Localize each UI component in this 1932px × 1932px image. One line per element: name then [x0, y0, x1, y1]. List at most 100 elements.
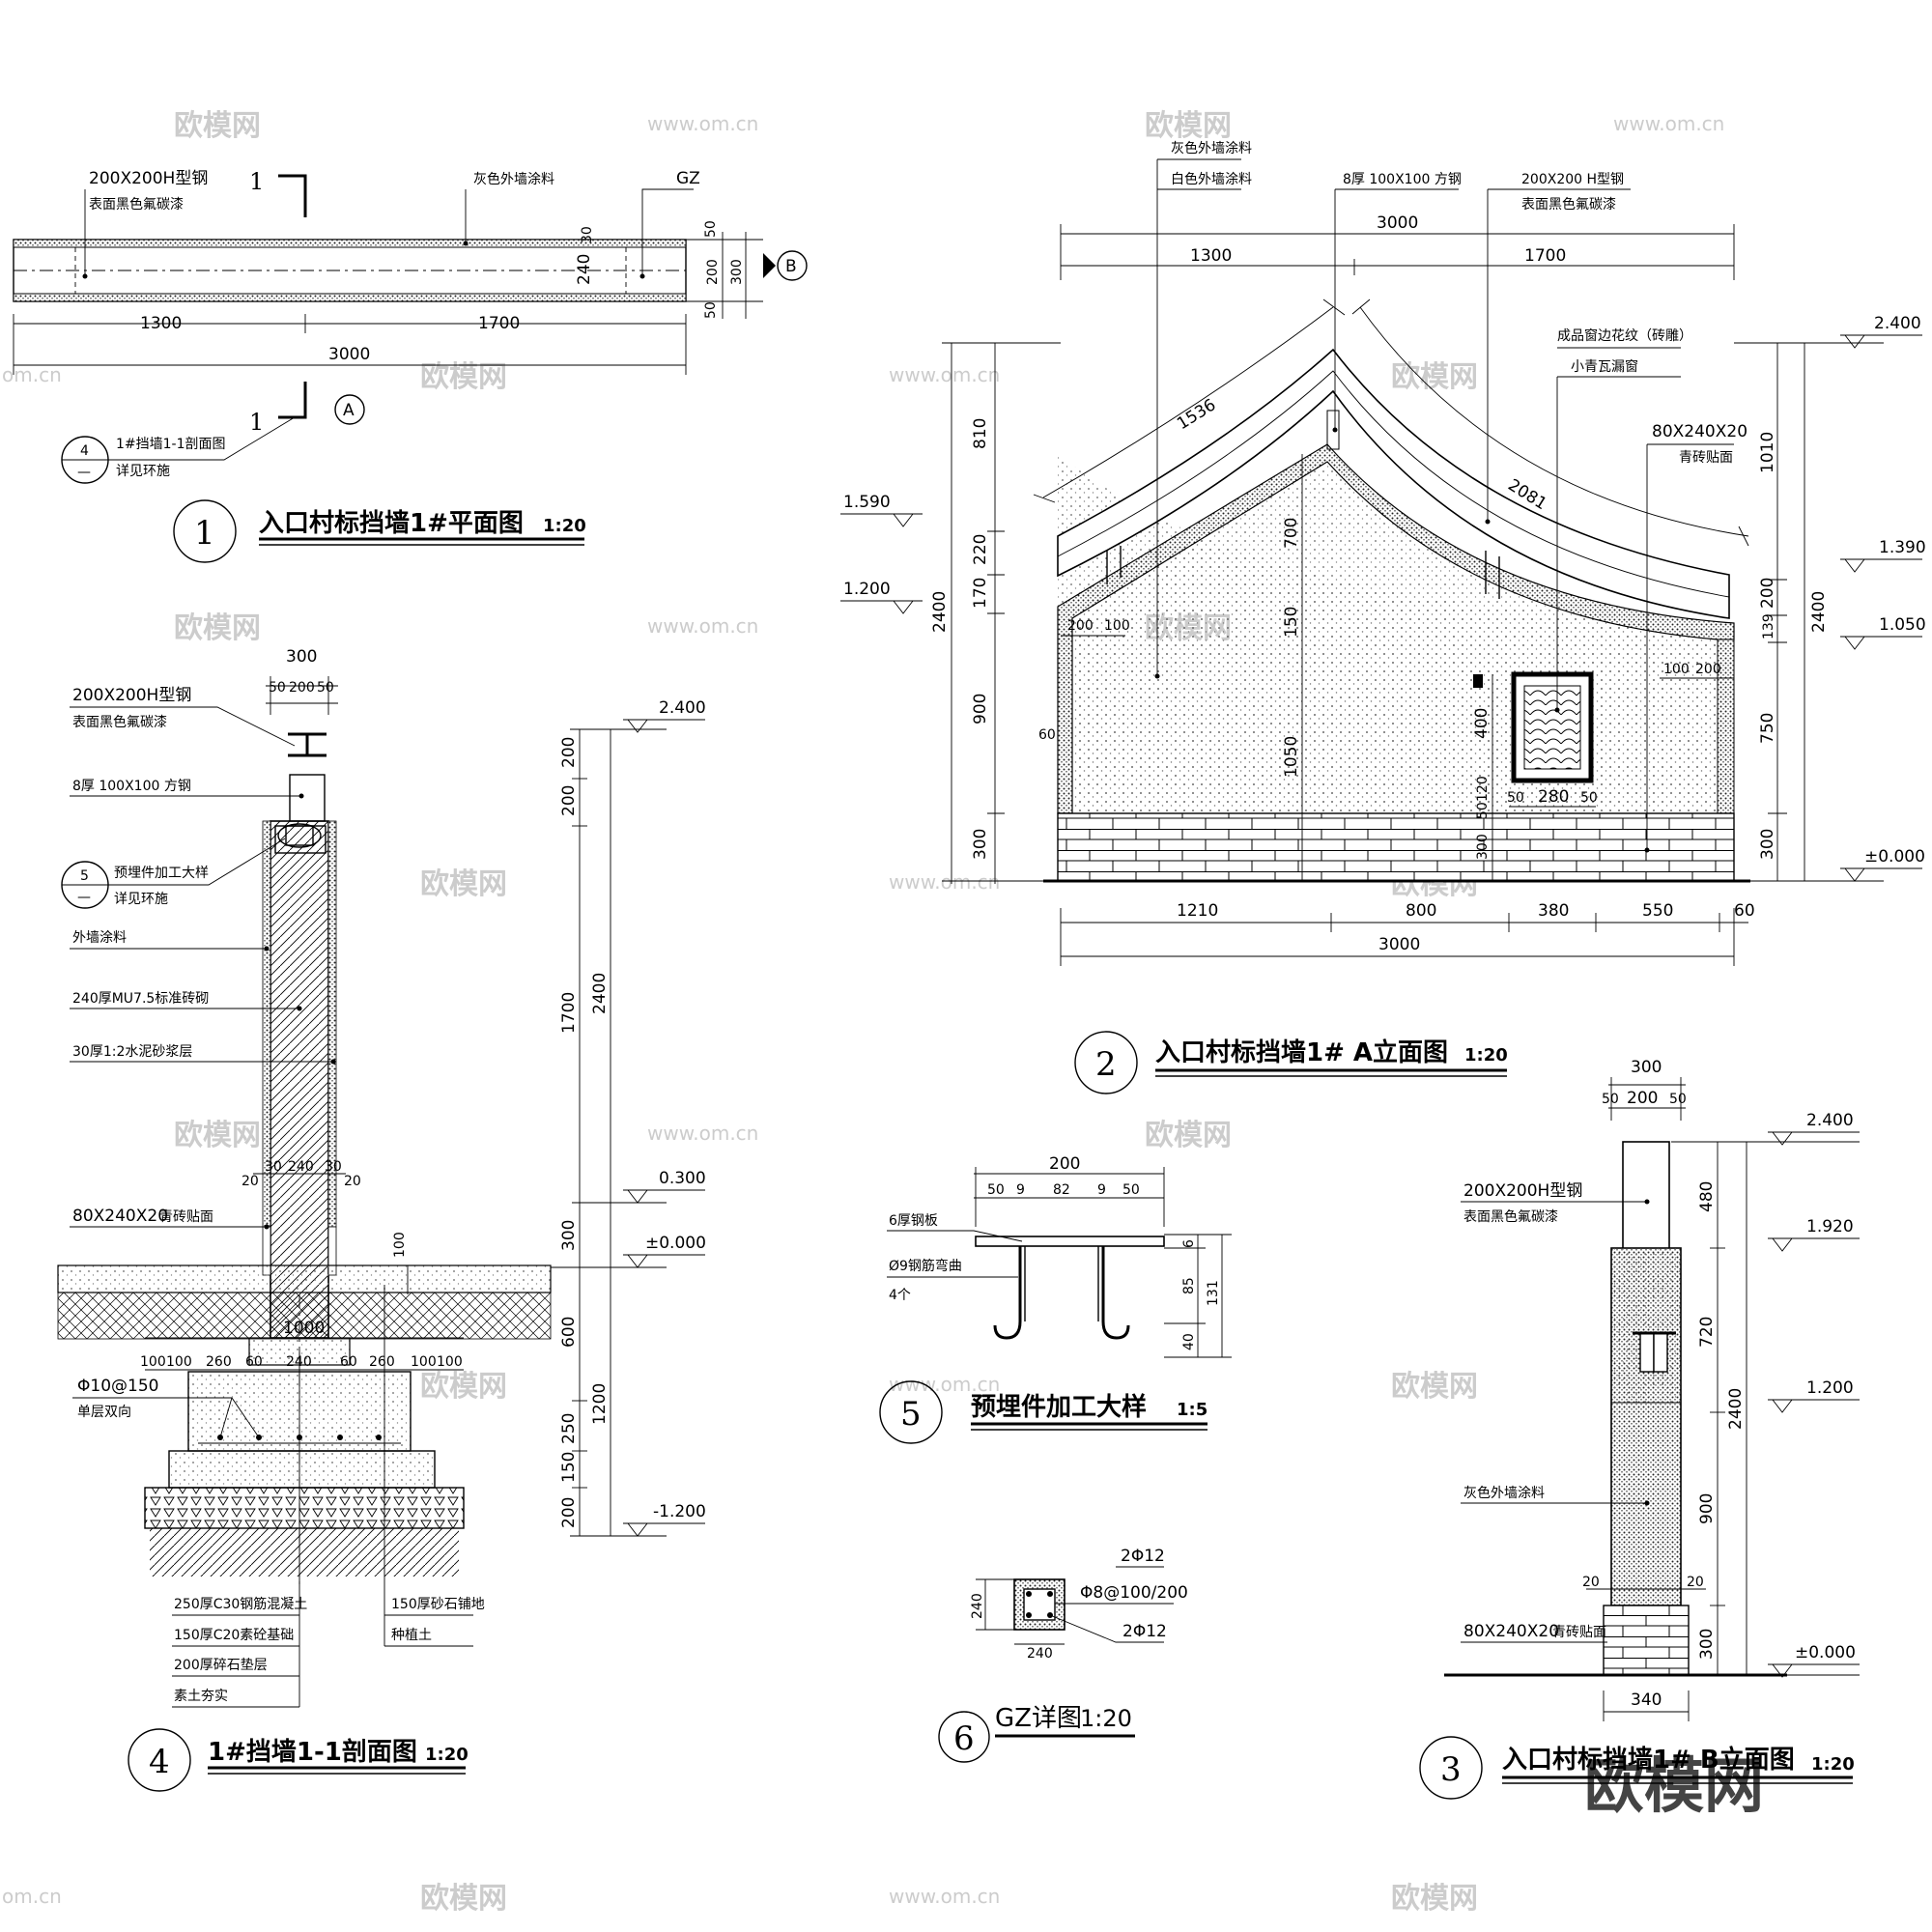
embed-dim-40: 40: [1181, 1333, 1197, 1350]
b-dim-20: 20: [1687, 1575, 1704, 1590]
b-dim-300: 300: [1697, 1629, 1717, 1660]
section-title: 1#挡墙1-1剖面图: [208, 1737, 417, 1767]
embed-detail-view: 200 50 9 82 9 50 6 85 40 131 6厚钢板 Ø9钢筋弯曲…: [879, 1154, 1232, 1444]
watermark-brand: 欧模网: [1391, 1882, 1478, 1916]
section-level-2400: 2.400: [659, 698, 706, 718]
elev-a-dim-300: 300: [1475, 834, 1491, 860]
watermark-url: www.om.cn: [889, 870, 1000, 894]
b-dim-900: 900: [1697, 1493, 1717, 1524]
embed-dim-50: 50: [1122, 1182, 1140, 1198]
elev-a-title: 入口村标挡墙1# A立面图: [1155, 1037, 1448, 1067]
section-dim-20: 20: [242, 1174, 259, 1189]
embed-label-bar: Ø9钢筋弯曲: [889, 1258, 962, 1274]
elev-a-label-window2: 小青瓦漏窗: [1571, 358, 1638, 375]
section-paving: [57, 1264, 552, 1293]
elev-a-dim-200: 200: [1695, 662, 1721, 677]
watermark-brand: 欧模网: [174, 611, 261, 645]
section-dim-30: 30: [265, 1159, 282, 1175]
elev-a-label-white: 白色外墙涂料: [1171, 171, 1252, 187]
b-brick-base: [1603, 1605, 1690, 1676]
elev-a-dim-100: 100: [1104, 618, 1130, 634]
b-label-brick: 80X240X20: [1463, 1622, 1559, 1641]
section-dim-50: 50: [269, 680, 286, 696]
watermark-url: www.om.cn: [889, 1373, 1000, 1396]
elev-a-dim-60: 60: [1734, 901, 1755, 921]
b-level-1920: 1.920: [1806, 1217, 1854, 1236]
watermark-logo: 欧模网: [1584, 1750, 1764, 1821]
section-dim-600: 600: [559, 1317, 579, 1348]
embed-title-num-circle: [879, 1380, 943, 1444]
b-label-brick-note: 青砖贴面: [1552, 1625, 1606, 1640]
section-level-m1200: -1.200: [653, 1502, 706, 1521]
elev-a-dim-139: 139: [1761, 613, 1776, 639]
section-dim-300: 300: [559, 1220, 579, 1251]
plan-dim-1700: 1700: [478, 314, 520, 333]
section-title-num: 4: [149, 1743, 170, 1781]
section-dim-1700: 1700: [559, 992, 579, 1034]
plan-dim-300: 300: [729, 259, 745, 285]
embed-dim-200: 200: [1049, 1154, 1080, 1174]
b-level-2400: 2.400: [1806, 1111, 1854, 1130]
elev-a-dim-200: 200: [1758, 578, 1777, 609]
elev-a-dim-1210: 1210: [1177, 901, 1218, 921]
window-tile-pattern: [1523, 685, 1581, 770]
section-dim-2400: 2400: [590, 973, 610, 1014]
section-dim-240: 240: [286, 1354, 312, 1370]
embed-scale: 1:5: [1177, 1400, 1208, 1420]
embed-dim-50: 50: [987, 1182, 1005, 1198]
section-label-h-steel: 200X200H型钢: [72, 686, 191, 705]
elev-a-dim-170: 170: [971, 578, 990, 609]
plan-dim-3000: 3000: [328, 345, 370, 364]
elev-a-dim-200: 200: [1067, 618, 1094, 634]
section-dim-100: 100: [437, 1354, 463, 1370]
elev-a-level-2400: 2.400: [1874, 314, 1921, 333]
gz-title-num-circle: [938, 1711, 990, 1763]
section-dim-60: 60: [245, 1354, 263, 1370]
gz-label-top: 2Φ12: [1121, 1547, 1165, 1566]
section-dim-100: 100: [140, 1354, 166, 1370]
embed-dim-85: 85: [1181, 1277, 1197, 1294]
elev-a-dim-300: 300: [1758, 829, 1777, 860]
section-dim-250: 250: [559, 1413, 579, 1444]
section-level-0300: 0.300: [659, 1169, 706, 1188]
section-label-mortar: 30厚1:2水泥砂浆层: [72, 1044, 192, 1060]
plan-dim-1300: 1300: [140, 314, 182, 333]
watermark-brand: 欧模网: [174, 1119, 261, 1152]
elev-a-dim-400: 400: [1472, 708, 1492, 739]
elev-a-dim-3000: 3000: [1378, 935, 1420, 954]
watermark-brand: 欧模网: [1145, 1119, 1232, 1152]
section-dim-30: 30: [325, 1159, 342, 1175]
section-label-paving: 150厚砂石铺地: [391, 1597, 485, 1612]
b-level-0: ±0.000: [1795, 1643, 1856, 1662]
section-level-0: ±0.000: [645, 1234, 706, 1253]
elev-a-dim-220: 220: [971, 534, 990, 565]
watermark-brand: 欧模网: [1391, 1370, 1478, 1404]
section-planting-soil: [57, 1292, 552, 1340]
gz-title-num: 6: [953, 1719, 975, 1758]
embed-dim-9: 9: [1097, 1182, 1106, 1198]
watermark-brand: 欧模网: [420, 360, 507, 394]
embed-label-count: 4个: [889, 1288, 911, 1303]
plan-section-mark: 1: [249, 409, 264, 436]
elev-a-label-brick: 80X240X20: [1652, 422, 1747, 441]
embed-title: 预埋件加工大样: [971, 1392, 1147, 1422]
section-dim-300: 300: [286, 647, 317, 667]
b-label-h-steel: 200X200H型钢: [1463, 1181, 1582, 1201]
section-dim-200: 200: [289, 680, 315, 696]
section-callout-dash: —: [77, 890, 91, 905]
embed-dim-82: 82: [1053, 1182, 1070, 1198]
b-dim-50: 50: [1669, 1092, 1687, 1107]
watermark-brand: 欧模网: [420, 867, 507, 901]
section-label-sq-steel: 8厚 100X100 方钢: [72, 779, 191, 794]
section-scale: 1:20: [425, 1745, 469, 1765]
elev-a-dim-1010: 1010: [1758, 432, 1777, 473]
watermark-brand: 欧模网: [1391, 360, 1478, 394]
b-level-1200: 1.200: [1806, 1378, 1854, 1398]
watermark-brand: 欧模网: [174, 109, 261, 143]
section-gravel: [144, 1487, 465, 1529]
plan-dim-50: 50: [703, 220, 719, 238]
elev-a-dim-50: 50: [1475, 802, 1491, 819]
section-dim-50: 50: [317, 680, 334, 696]
plan-label-paint: 灰色外墙涂料: [473, 171, 554, 187]
elev-a-level-1050: 1.050: [1879, 615, 1926, 635]
